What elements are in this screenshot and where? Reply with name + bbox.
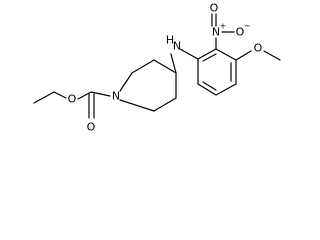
bond-ethyl-ch3-ch2 (33, 91, 55, 104)
bond-ar-c2-c3 (215, 48, 237, 61)
amine-hydrogen-label: H (166, 34, 174, 47)
bond-pip-c2-c3 (131, 59, 155, 74)
bond-ethyl-ch2-o (53, 91, 67, 99)
ester-oxygen-label: O (68, 93, 77, 106)
structure-diagram: O O N H N N + O O − O (33, 2, 281, 134)
carbonyl-oxygen-label: O (87, 121, 96, 134)
bond-ester-o-carbonyl (77, 91, 92, 100)
bond-ar-c1-c2 (197, 48, 217, 60)
nitro-plus-charge-label: + (220, 22, 227, 31)
bond-ar-inner-1 (202, 53, 217, 62)
bond-pip-c5-c6 (153, 97, 177, 112)
bond-carbonyl-n (90, 91, 111, 97)
bond-ar-methoxy-o (235, 50, 252, 61)
bond-methoxy-o-ch3 (263, 50, 281, 61)
bond-ar-c5-c6 (197, 83, 217, 96)
bond-pip-n-c2 (119, 72, 133, 92)
bond-ar-inner-3 (202, 81, 217, 91)
nitro-nitrogen-label: N (212, 26, 220, 39)
nitro-oxygen-top-label: O (210, 2, 219, 15)
methoxy-oxygen-label: O (254, 42, 263, 55)
nitro-oxygen-right-label: O (236, 26, 245, 39)
bond-ar-c4-c5 (215, 83, 237, 96)
nitro-minus-charge-label: − (244, 22, 251, 31)
bond-c4-nh (170, 53, 177, 74)
piperidine-nitrogen-label: N (112, 90, 120, 103)
bond-pip-c6-n (119, 99, 155, 112)
structure-canvas: O O N H N N + O O − O (33, 2, 281, 134)
amine-nitrogen-label: N (173, 40, 181, 53)
bond-nh-aryl (179, 48, 199, 60)
bond-pip-c3-c4 (153, 59, 177, 74)
